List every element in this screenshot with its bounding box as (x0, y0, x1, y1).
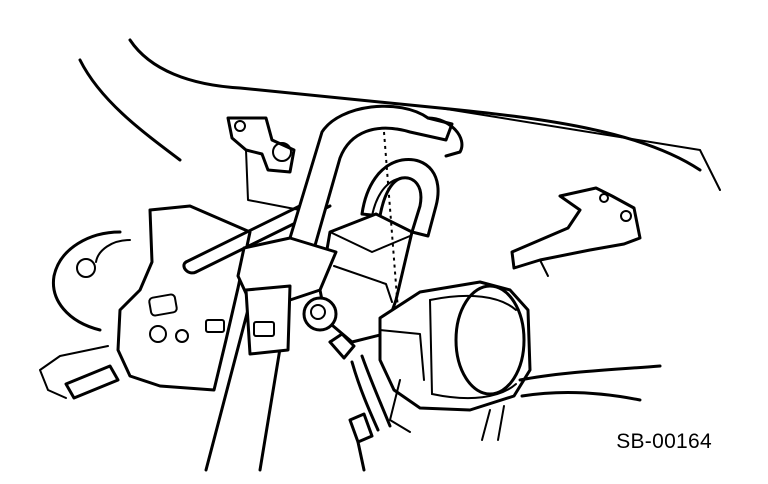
left-panel (51, 230, 131, 332)
right-bracket (510, 186, 642, 277)
tongue-plate (236, 236, 338, 356)
figure-code-label: SB-00164 (616, 430, 712, 453)
anchor-bolt (302, 296, 338, 332)
retractor (378, 280, 532, 433)
seat-belt-webbing (204, 104, 464, 472)
upper-body-panel (78, 38, 721, 191)
d-ring-shackle (360, 158, 440, 238)
wire-harness (328, 332, 662, 472)
lower-left-plate (39, 204, 252, 400)
mounting-bracket (226, 116, 301, 211)
